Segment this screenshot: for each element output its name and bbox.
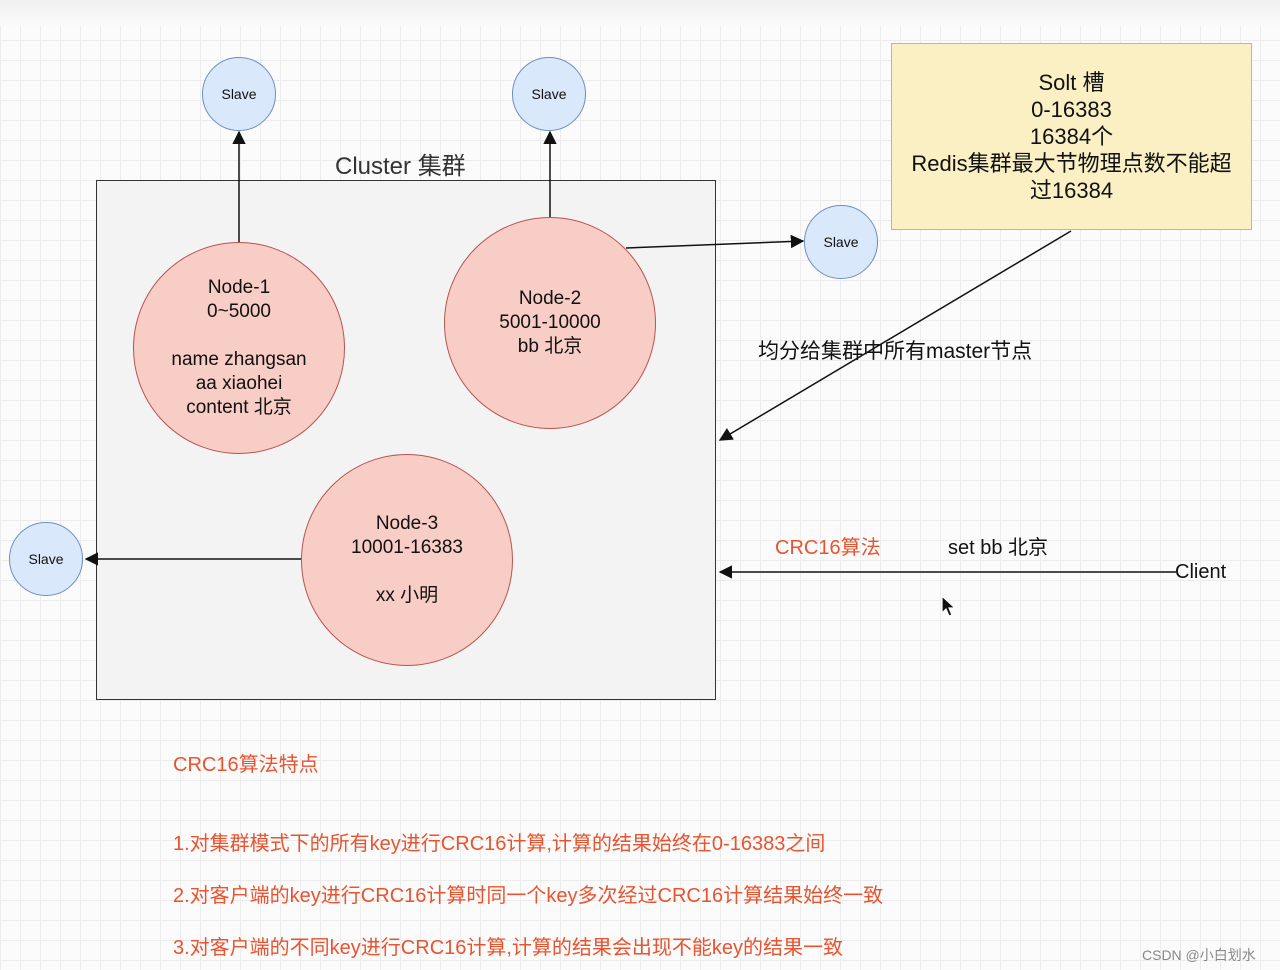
node-key: content 北京 — [186, 397, 292, 418]
slave-node-2-right: Slave — [804, 205, 878, 279]
cluster-title: Cluster 集群 — [335, 153, 466, 180]
note-line: 过16384 — [1029, 178, 1114, 203]
node-range: 0~5000 — [207, 301, 271, 322]
arrow-note-to-cluster — [718, 230, 1072, 441]
distribute-label: 均分给集群中所有master节点 — [758, 340, 1033, 363]
note-line: 0-16383 — [1031, 97, 1112, 122]
mouse-cursor-icon — [941, 595, 957, 617]
node-label: Node-2 — [518, 288, 582, 309]
arrow-node2-to-slave-right — [625, 234, 805, 249]
algorithm-label: CRC16算法 — [775, 537, 881, 559]
feature-item: 2.对客户端的key进行CRC16计算时同一个key多次经过CRC16计算结果始… — [173, 885, 884, 907]
watermark: CSDN @小白划水 — [1142, 947, 1256, 963]
note-line: Solt 槽 — [1038, 70, 1105, 95]
node-label: Node-3 — [375, 513, 439, 534]
client-label: Client — [1175, 561, 1227, 583]
node-key: xx 小明 — [375, 585, 439, 606]
feature-item: 3.对客户端的不同key进行CRC16计算,计算的结果会出现不能key的结果一致 — [173, 937, 844, 959]
note-line: 16384个 — [1029, 124, 1114, 149]
features-title: CRC16算法特点 — [173, 754, 319, 776]
node-range: 5001-10000 — [499, 312, 601, 333]
command-label: set bb 北京 — [948, 537, 1049, 559]
slave-node-1: Slave — [202, 57, 276, 131]
node-key: bb 北京 — [517, 336, 583, 357]
note-line: Redis集群最大节物理点数不能超 — [911, 151, 1232, 176]
node-1: Node-1 0~5000 name zhangsan aa xiaohei c… — [133, 242, 345, 454]
feature-item: 1.对集群模式下的所有key进行CRC16计算,计算的结果始终在0-16383之… — [173, 833, 826, 855]
node-key: aa xiaohei — [195, 373, 283, 394]
slave-node-3: Slave — [9, 522, 83, 596]
node-label: Node-1 — [207, 277, 271, 298]
top-bar — [0, 0, 1280, 26]
node-3: Node-3 10001-16383 xx 小明 — [301, 454, 513, 666]
node-2: Node-2 5001-10000 bb 北京 — [444, 217, 656, 429]
slot-note: Solt 槽 0-16383 16384个 Redis集群最大节物理点数不能超 … — [891, 43, 1252, 230]
node-key: name zhangsan — [171, 349, 307, 370]
node-range: 10001-16383 — [351, 537, 463, 558]
slave-node-2-top: Slave — [512, 57, 586, 131]
